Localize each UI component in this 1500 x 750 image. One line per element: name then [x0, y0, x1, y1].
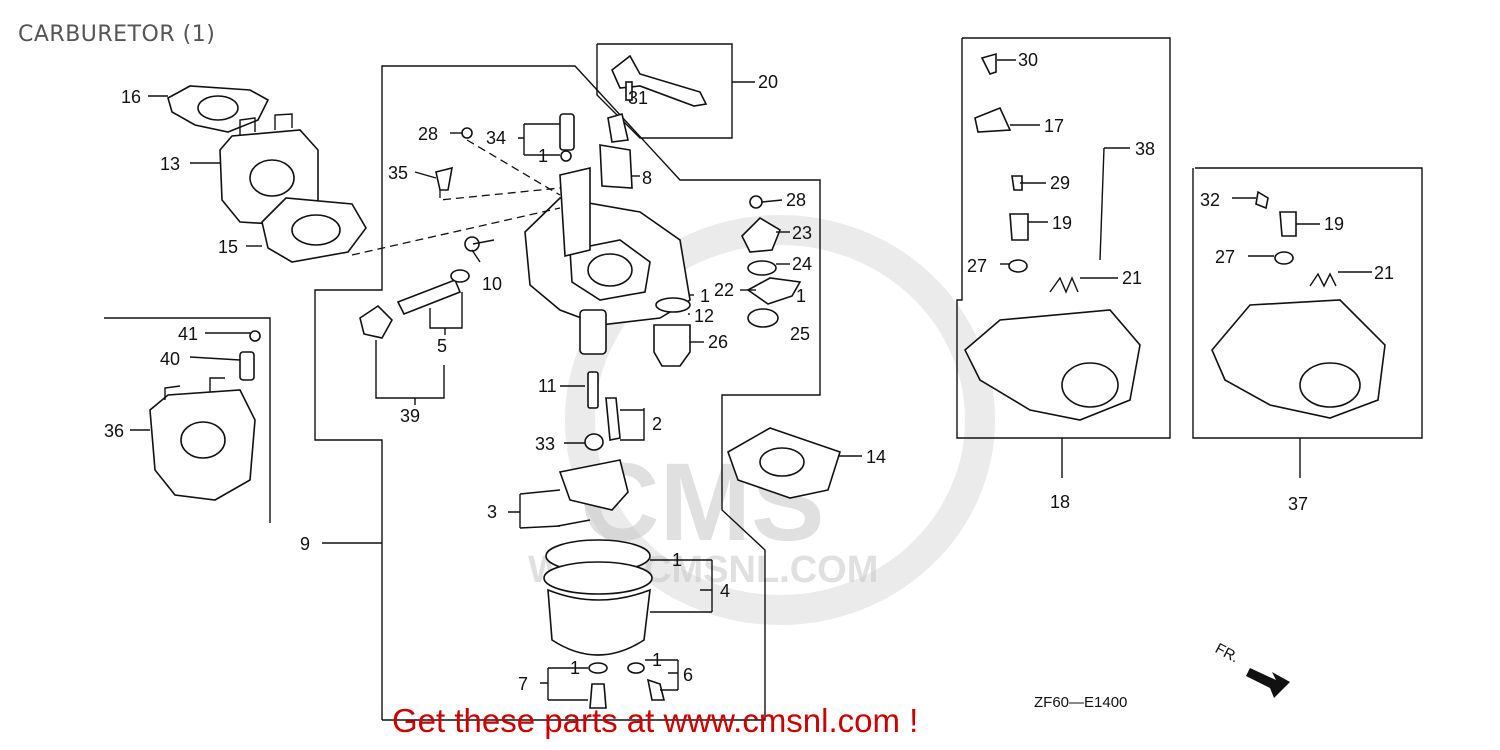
callout-10: 10 [482, 274, 502, 294]
callout-22: 22 [714, 280, 734, 300]
page-title: CARBURETOR (1) [18, 22, 216, 47]
callout-1-e: 1 [652, 650, 662, 670]
callout-numbers: 16 13 15 41 40 36 20 31 28 34 1 35 8 10 … [104, 50, 1394, 694]
callout-3: 3 [487, 502, 497, 522]
diagram-code: ZF60—E1400 [1034, 694, 1127, 711]
callout-15: 15 [218, 237, 238, 257]
part-bracket-assembly-38 [964, 52, 1141, 421]
front-marker-label: FR. [1212, 640, 1241, 666]
part-float-chamber-4 [543, 539, 666, 709]
callout-26: 26 [708, 332, 728, 352]
callout-21-b: 21 [1374, 263, 1394, 283]
callout-2: 2 [652, 414, 662, 434]
shop-callout[interactable]: Get these parts at www.cmsnl.com ! [392, 702, 919, 739]
part-pin-40 [239, 351, 255, 381]
part-fasteners-center [359, 113, 575, 339]
callout-1-f: 1 [570, 658, 580, 678]
callout-31: 31 [628, 88, 648, 108]
callout-33: 33 [535, 434, 555, 454]
callout-9: 9 [300, 534, 310, 554]
group-frames [104, 37, 1423, 721]
callout-20: 20 [758, 72, 778, 92]
callout-37: 37 [1288, 494, 1308, 514]
callout-35: 35 [388, 163, 408, 183]
callout-13: 13 [160, 154, 180, 174]
front-direction-arrow: FR. [1212, 640, 1290, 698]
callout-16: 16 [121, 87, 141, 107]
callout-8: 8 [642, 168, 652, 188]
callout-1-c: 1 [796, 286, 806, 306]
callout-11: 11 [538, 376, 557, 396]
part-gasket-14 [727, 427, 841, 499]
callout-34: 34 [486, 128, 506, 148]
callout-27-a: 27 [967, 256, 987, 276]
callout-32: 32 [1200, 190, 1220, 210]
callout-27-b: 27 [1215, 247, 1235, 267]
part-bracket-assembly-37 [1211, 190, 1386, 419]
part-ring-41 [249, 330, 261, 342]
part-gasket-15 [261, 197, 367, 263]
callout-6: 6 [683, 665, 693, 685]
part-insulator-gasket-16 [167, 85, 270, 133]
callout-21-a: 21 [1122, 268, 1142, 288]
callout-1-b: 1 [700, 286, 710, 306]
callout-17: 17 [1044, 116, 1064, 136]
callout-4: 4 [720, 581, 730, 601]
callout-23: 23 [792, 223, 812, 243]
callout-18: 18 [1050, 492, 1070, 512]
callout-38: 38 [1135, 139, 1155, 159]
callout-19-a: 19 [1052, 213, 1072, 233]
callout-40: 40 [160, 349, 180, 369]
callout-30: 30 [1018, 50, 1038, 70]
part-lever-20 [611, 54, 708, 107]
callout-7: 7 [518, 674, 528, 694]
part-float-3 [557, 459, 629, 527]
leader-lines [130, 59, 1372, 701]
callout-14: 14 [866, 447, 886, 467]
callout-12: 12 [694, 306, 714, 326]
callout-25: 25 [790, 324, 810, 344]
callout-1-a: 1 [538, 146, 548, 166]
part-insulator-36 [149, 377, 256, 501]
callout-41: 41 [178, 324, 198, 344]
part-carburetor-body [524, 112, 691, 355]
callout-5: 5 [437, 336, 447, 356]
callout-24: 24 [792, 254, 812, 274]
callout-36: 36 [104, 421, 124, 441]
callout-28-right: 28 [786, 190, 806, 210]
part-diaphragm-stack [653, 195, 802, 367]
part-jets [584, 371, 621, 451]
callout-1-d: 1 [672, 550, 682, 570]
callout-28-top: 28 [418, 124, 438, 144]
callout-29: 29 [1050, 173, 1070, 193]
callout-39: 39 [400, 406, 420, 426]
callout-19-b: 19 [1324, 214, 1344, 234]
